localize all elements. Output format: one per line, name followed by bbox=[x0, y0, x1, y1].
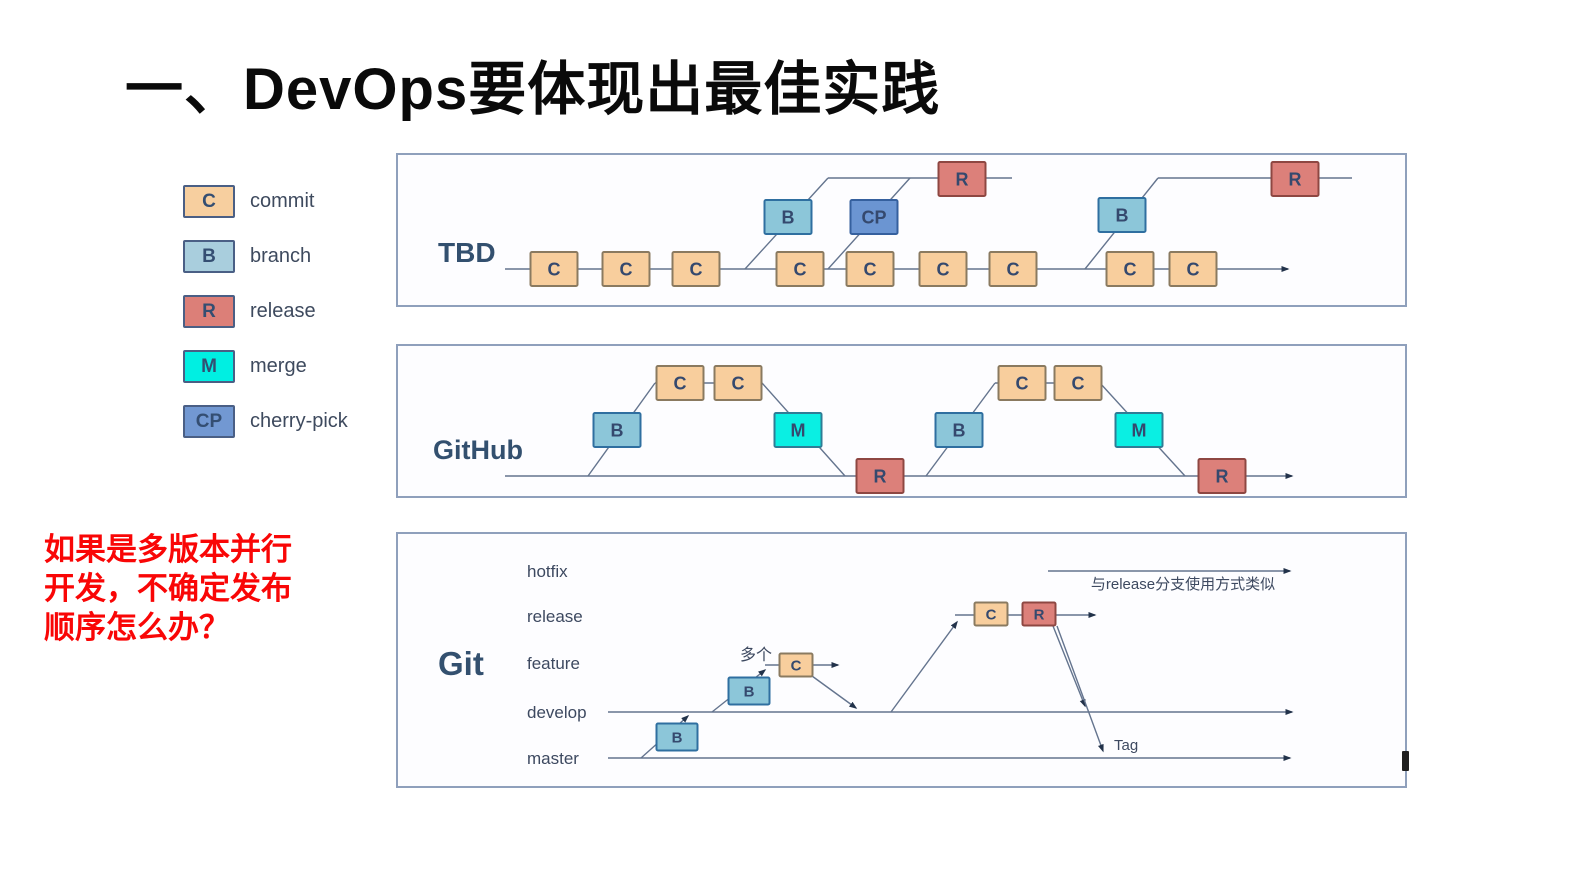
question-note-line: 顺序怎么办？ bbox=[44, 610, 230, 645]
node-CP bbox=[849, 199, 899, 235]
node-C bbox=[1105, 251, 1155, 287]
question-note: 如果是多版本并行开发，不确定发布顺序怎么办？ bbox=[44, 530, 292, 647]
node-M bbox=[1114, 412, 1164, 448]
legend-swatch-CP: CP bbox=[183, 405, 235, 438]
legend-swatch-M: M bbox=[183, 350, 235, 383]
legend-label: commit bbox=[250, 190, 315, 212]
node-letter: C bbox=[1016, 373, 1029, 393]
node-letter: R bbox=[1289, 169, 1302, 189]
node-C bbox=[973, 601, 1009, 627]
legend-label: merge bbox=[250, 355, 307, 377]
node-letter: C bbox=[794, 259, 807, 279]
node-C bbox=[845, 251, 895, 287]
node-letter: C bbox=[864, 259, 877, 279]
node-letter: CP bbox=[861, 207, 886, 227]
node-C bbox=[1168, 251, 1218, 287]
node-C bbox=[601, 251, 651, 287]
node-R bbox=[1197, 458, 1247, 494]
node-letter: B bbox=[782, 207, 795, 227]
panel-git bbox=[396, 532, 1407, 788]
legend-swatch-C: C bbox=[183, 185, 235, 218]
lane-label-master: master bbox=[527, 749, 579, 768]
git-edge bbox=[1056, 625, 1104, 753]
node-C bbox=[997, 365, 1047, 401]
annotation-hotfix-note: 与release分支使用方式类似 bbox=[1091, 576, 1275, 593]
legend-label: cherry-pick bbox=[250, 410, 348, 432]
node-B bbox=[655, 722, 699, 752]
node-letter: C bbox=[1187, 259, 1200, 279]
tbd-diagram-label: TBD bbox=[438, 237, 496, 268]
lane-label-develop: develop bbox=[527, 703, 587, 722]
node-letter: R bbox=[1216, 466, 1229, 486]
annotation-tag: Tag bbox=[1114, 737, 1138, 754]
node-letter: C bbox=[937, 259, 950, 279]
node-C bbox=[988, 251, 1038, 287]
legend-label: release bbox=[250, 300, 316, 322]
legend-label: branch bbox=[250, 245, 312, 267]
node-letter: C bbox=[1072, 373, 1085, 393]
node-letter: B bbox=[1116, 205, 1129, 225]
lane-label-release: release bbox=[527, 607, 583, 626]
node-C bbox=[655, 365, 705, 401]
git-edge bbox=[811, 675, 858, 709]
node-letter: C bbox=[732, 373, 745, 393]
node-letter: C bbox=[548, 259, 561, 279]
node-R bbox=[1270, 161, 1320, 197]
node-letter: R bbox=[956, 169, 969, 189]
node-letter: C bbox=[986, 606, 997, 623]
node-letter: C bbox=[791, 657, 802, 674]
node-letter: B bbox=[744, 683, 755, 700]
node-B bbox=[934, 412, 984, 448]
legend-item-cherry-pick: CP cherry-pick bbox=[183, 405, 348, 438]
node-C bbox=[1053, 365, 1103, 401]
node-letter: B bbox=[611, 420, 624, 440]
question-note-line: 如果是多版本并行 bbox=[44, 532, 292, 567]
node-letter: M bbox=[1132, 420, 1147, 440]
node-C bbox=[671, 251, 721, 287]
node-letter: B bbox=[672, 729, 683, 746]
node-letter: B bbox=[953, 420, 966, 440]
node-R bbox=[937, 161, 987, 197]
node-C bbox=[778, 652, 814, 678]
legend-swatch-B: B bbox=[183, 240, 235, 273]
node-letter: C bbox=[674, 373, 687, 393]
node-B bbox=[727, 676, 771, 706]
node-letter: R bbox=[1034, 606, 1045, 623]
git-diagram-label: Git bbox=[438, 645, 484, 682]
node-letter: M bbox=[791, 420, 806, 440]
node-M bbox=[773, 412, 823, 448]
github-diagram-label: GitHub bbox=[433, 435, 523, 465]
node-C bbox=[918, 251, 968, 287]
annotation-multiple: 多个 bbox=[740, 646, 772, 664]
lane-label-hotfix: hotfix bbox=[527, 562, 568, 581]
slide-title: 一、DevOps要体现出最佳实践 bbox=[125, 57, 941, 122]
node-C bbox=[713, 365, 763, 401]
node-C bbox=[775, 251, 825, 287]
node-letter: C bbox=[1007, 259, 1020, 279]
node-B bbox=[1097, 197, 1147, 233]
legend-swatch-R: R bbox=[183, 295, 235, 328]
node-letter: C bbox=[690, 259, 703, 279]
lane-label-feature: feature bbox=[527, 654, 580, 673]
question-note-line: 开发，不确定发布 bbox=[44, 571, 292, 606]
node-letter: R bbox=[874, 466, 887, 486]
node-B bbox=[763, 199, 813, 235]
git-edge bbox=[1052, 625, 1086, 708]
node-letter: C bbox=[1124, 259, 1137, 279]
edge-mark bbox=[1402, 751, 1409, 771]
node-R bbox=[1021, 601, 1057, 627]
git-edge bbox=[890, 620, 958, 713]
node-C bbox=[529, 251, 579, 287]
node-letter: C bbox=[620, 259, 633, 279]
node-R bbox=[855, 458, 905, 494]
node-B bbox=[592, 412, 642, 448]
